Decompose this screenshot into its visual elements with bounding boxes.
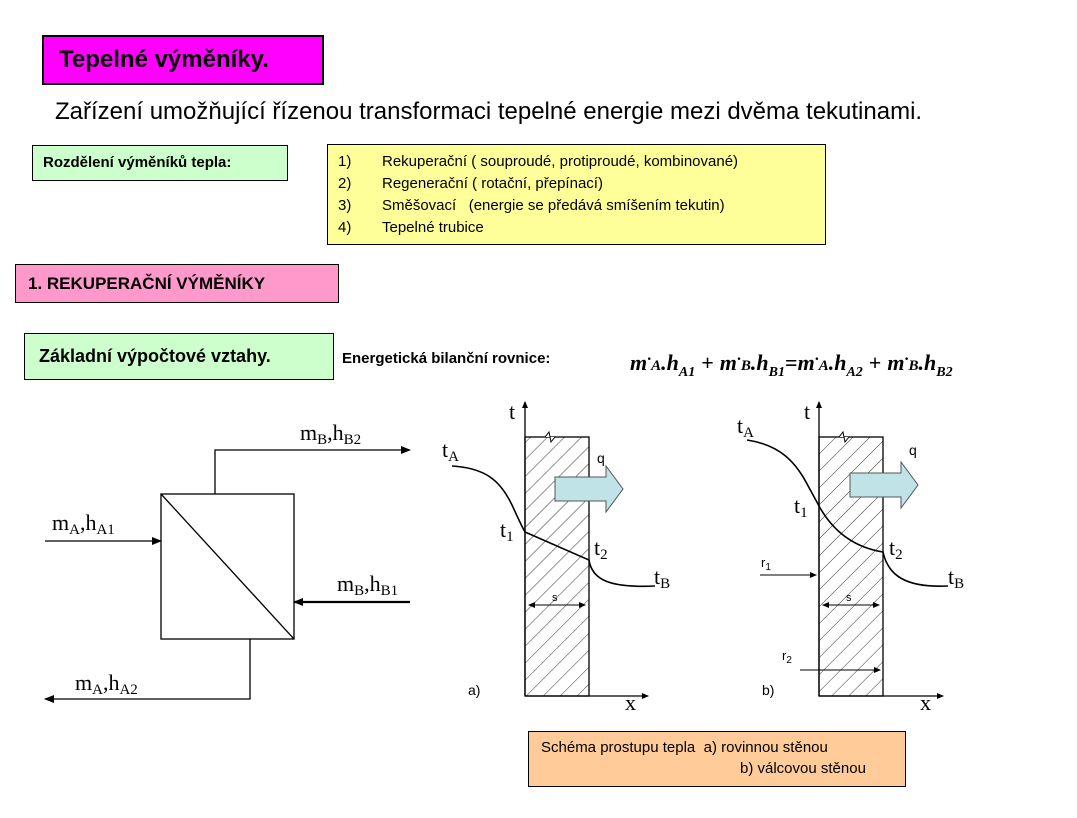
break-mark-a (525, 430, 589, 444)
label-tA-a: tA (442, 437, 459, 465)
energy-balance-label: Energetická bilanční rovnice: (342, 350, 551, 367)
basic-relations-box: Základní výpočtové vztahy. (24, 333, 334, 380)
label-t1-b: t1 (794, 493, 808, 521)
list-item-text: Směšovací (energie se předává smíšením t… (382, 197, 725, 214)
label-r2: r2 (782, 648, 792, 666)
label-tB-b: tB (948, 564, 964, 592)
list-item-text: Regenerační ( rotační, přepínací) (382, 175, 603, 192)
list-item: 4) Tepelné trubice (338, 217, 825, 239)
plot-a: t x tA t1 t2 tB q s a) (442, 399, 670, 715)
label-out-bottom: mA,hA2 (75, 670, 138, 698)
break-mark-b (819, 430, 883, 444)
label-t2-a: t2 (594, 535, 608, 563)
basic-relations-label: Základní výpočtové vztahy. (39, 346, 271, 366)
label-q-a: q (597, 450, 605, 466)
exchanger-schematic (44, 446, 411, 703)
label-in-left: mA,hA1 (52, 510, 115, 538)
heat-flow-arrow-b (849, 460, 919, 510)
label-r1: r1 (761, 555, 771, 573)
exchanger-types-list: 1) Rekuperační ( souproudé, protiproudé, … (327, 144, 826, 245)
list-item-number: 3) (338, 197, 352, 214)
label-tB-a: tB (654, 564, 670, 592)
section-heading-box: 1. REKUPERAČNÍ VÝMĚNÍKY (15, 264, 339, 303)
caption-line-1: Schéma prostupu tepla a) rovinnou stěnou (541, 739, 828, 756)
list-item-number: 4) (338, 219, 352, 236)
label-t2-b: t2 (889, 535, 903, 563)
axis-label-x-b: x (920, 690, 931, 715)
axis-label-x-a: x (625, 690, 636, 715)
label-s-a: s (552, 592, 558, 604)
division-label: Rozdělení výměníků tepla: (43, 154, 232, 171)
section-heading: 1. REKUPERAČNÍ VÝMĚNÍKY (28, 274, 266, 293)
list-item-text: Rekuperační ( souproudé, protiproudé, ko… (382, 153, 739, 170)
label-q-b: q (909, 442, 917, 458)
temperature-curve-a (451, 465, 656, 588)
list-item-text: Tepelné trubice (382, 219, 484, 236)
label-out-top: mB,hB2 (300, 420, 361, 448)
plot-tag-a: a) (468, 682, 480, 698)
label-tA-b: tA (737, 413, 754, 441)
list-item: 3) Směšovací (energie se předává smíšením… (338, 195, 825, 217)
label-s-b: s (846, 592, 852, 604)
list-item-number: 2) (338, 175, 352, 192)
page-subtitle: Zařízení umožňující řízenou transformaci… (55, 98, 923, 125)
axis-label-t-a: t (509, 399, 515, 424)
temperature-curve-b (746, 439, 949, 587)
heat-flow-arrow-a (554, 464, 624, 514)
list-item: 2) Regenerační ( rotační, přepínací) (338, 173, 825, 195)
axis-label-t-b: t (804, 399, 810, 424)
division-label-box: Rozdělení výměníků tepla: (32, 145, 288, 181)
caption-box: Schéma prostupu tepla a) rovinnou stěnou… (528, 731, 906, 787)
label-t1-a: t1 (500, 517, 514, 545)
flow-line-b-out (214, 446, 411, 494)
flow-line-a-out (44, 639, 251, 703)
list-item: 1) Rekuperační ( souproudé, protiproudé, … (338, 151, 825, 173)
plot-tag-b: b) (762, 682, 774, 698)
wall-a (524, 436, 590, 697)
page-title-text: Tepelné výměníky. (59, 46, 269, 73)
caption-line-2: b) válcovou stěnou (740, 760, 866, 777)
page-title: Tepelné výměníky. (42, 35, 324, 85)
energy-balance-equation: m·A.hA1+m·B.hB1=m·A.hA2+m·B.hB2 (630, 350, 953, 380)
plot-b: t x tA t1 t2 tB q s b) r1 r2 (737, 399, 964, 715)
label-in-right: mB,hB1 (337, 571, 398, 599)
list-item-number: 1) (338, 153, 352, 170)
exchanger-diagonal (160, 493, 295, 640)
